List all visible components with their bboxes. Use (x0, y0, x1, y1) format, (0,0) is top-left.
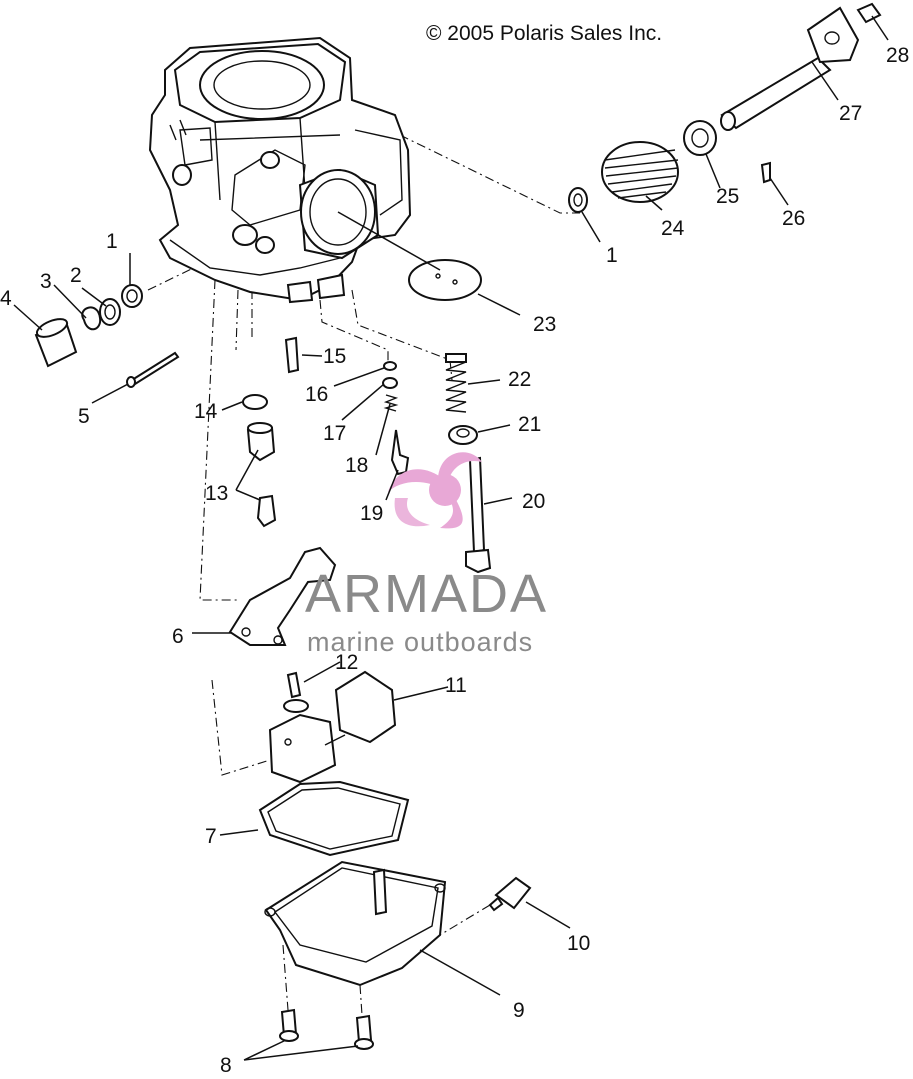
callout-3: 3 (40, 270, 52, 293)
armada-watermark: ARMADA marine outboards (305, 452, 548, 657)
part-27-shaft (720, 6, 860, 131)
carburetor-body (148, 36, 412, 304)
callout-23: 23 (533, 313, 556, 336)
callout-10: 10 (567, 932, 590, 955)
part-21-seat (448, 425, 478, 445)
part-11-float (268, 670, 397, 784)
callout-17: 17 (323, 422, 346, 445)
callout-27: 27 (839, 102, 862, 125)
assembly-guide-lines (147, 134, 580, 1016)
part-5-pin (126, 351, 180, 388)
part-23-diaphragm (408, 259, 482, 301)
leader-lines (13, 15, 889, 1061)
callout-24: 24 (661, 217, 685, 240)
part-8-screws (279, 1008, 374, 1050)
callout-8: 8 (220, 1054, 232, 1074)
part-20-needle (465, 456, 492, 574)
armada-propeller-logo (388, 452, 482, 529)
callout-19: 19 (360, 502, 383, 525)
callout-14: 14 (194, 400, 218, 423)
callout-12: 12 (335, 651, 358, 674)
callout-18: 18 (345, 454, 368, 477)
callout-2: 2 (70, 264, 82, 287)
callout-25: 25 (716, 185, 739, 208)
part-17-washer (382, 377, 398, 389)
callout-1-right: 1 (606, 244, 618, 267)
part-15-jet (284, 336, 300, 374)
part-12-screw (283, 671, 309, 713)
part-24-spring (601, 141, 679, 203)
callout-6: 6 (172, 625, 184, 648)
watermark-brand: ARMADA (305, 564, 548, 624)
part-7-gasket (258, 780, 410, 857)
copyright-text: © 2005 Polaris Sales Inc. (426, 22, 662, 45)
callout-4: 4 (0, 287, 12, 310)
callout-26: 26 (782, 207, 805, 230)
part-16-o-ring (383, 361, 397, 371)
callout-13: 13 (205, 482, 228, 505)
part-4-cap (34, 318, 78, 368)
part-10-drain-screw (488, 876, 532, 912)
part-3-clip (81, 306, 102, 331)
part-19-screw (390, 429, 410, 476)
callout-16: 16 (305, 383, 328, 406)
callout-22: 22 (508, 368, 531, 391)
callout-20: 20 (522, 490, 545, 513)
part-1-o-ring-right (568, 187, 588, 213)
part-14-o-ring (242, 394, 268, 410)
part-25-bushing (683, 120, 717, 156)
callout-11: 11 (445, 674, 467, 697)
callout-labels: 1 1 2 3 4 5 6 7 8 9 10 11 12 13 14 15 16… (0, 44, 909, 1077)
part-9-float-bowl (264, 860, 447, 987)
part-28-screw (856, 2, 882, 24)
callout-9: 9 (513, 999, 525, 1022)
part-18-spring (383, 394, 399, 412)
part-1-o-ring-left (121, 284, 143, 308)
callout-28: 28 (886, 44, 909, 67)
callout-5: 5 (78, 405, 90, 428)
callout-15: 15 (323, 345, 346, 368)
callout-21: 21 (518, 413, 541, 436)
part-22-spring (445, 353, 467, 413)
callout-1-left: 1 (106, 230, 118, 253)
watermark-tagline: marine outboards (307, 627, 533, 657)
callout-7: 7 (205, 825, 217, 848)
part-13-jet (246, 422, 277, 528)
part-6-bracket (228, 546, 337, 646)
part-26-screw (760, 161, 771, 184)
